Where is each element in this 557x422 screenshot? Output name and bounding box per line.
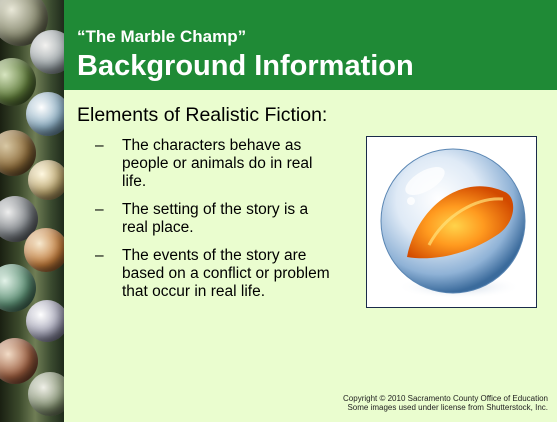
- bullet-text: The characters behave as people or anima…: [122, 137, 313, 190]
- bullet-item: – The setting of the story is a real pla…: [95, 201, 335, 237]
- slide-subtitle: “The Marble Champ”: [77, 27, 247, 46]
- copyright-line-1: Copyright © 2010 Sacramento County Offic…: [343, 394, 548, 403]
- bullet-item: – The events of the story are based on a…: [95, 247, 335, 301]
- bullet-dash: –: [95, 137, 104, 154]
- bullet-text: The events of the story are based on a c…: [122, 247, 330, 300]
- copyright-notice: Copyright © 2010 Sacramento County Offic…: [343, 394, 548, 412]
- bullet-dash: –: [95, 201, 104, 218]
- marbles-strip-image: [0, 0, 64, 422]
- body-heading: Elements of Realistic Fiction:: [77, 104, 328, 126]
- copyright-line-2: Some images used under license from Shut…: [347, 402, 548, 412]
- bullet-text: The setting of the story is a real place…: [122, 201, 309, 236]
- slide-title: Background Information: [77, 50, 414, 82]
- bullet-list: – The characters behave as people or ani…: [95, 137, 335, 311]
- marble-photo: [366, 136, 537, 308]
- bullet-item: – The characters behave as people or ani…: [95, 137, 335, 191]
- header-band: [64, 0, 557, 90]
- marble-icon: [380, 148, 526, 299]
- bullet-dash: –: [95, 247, 104, 264]
